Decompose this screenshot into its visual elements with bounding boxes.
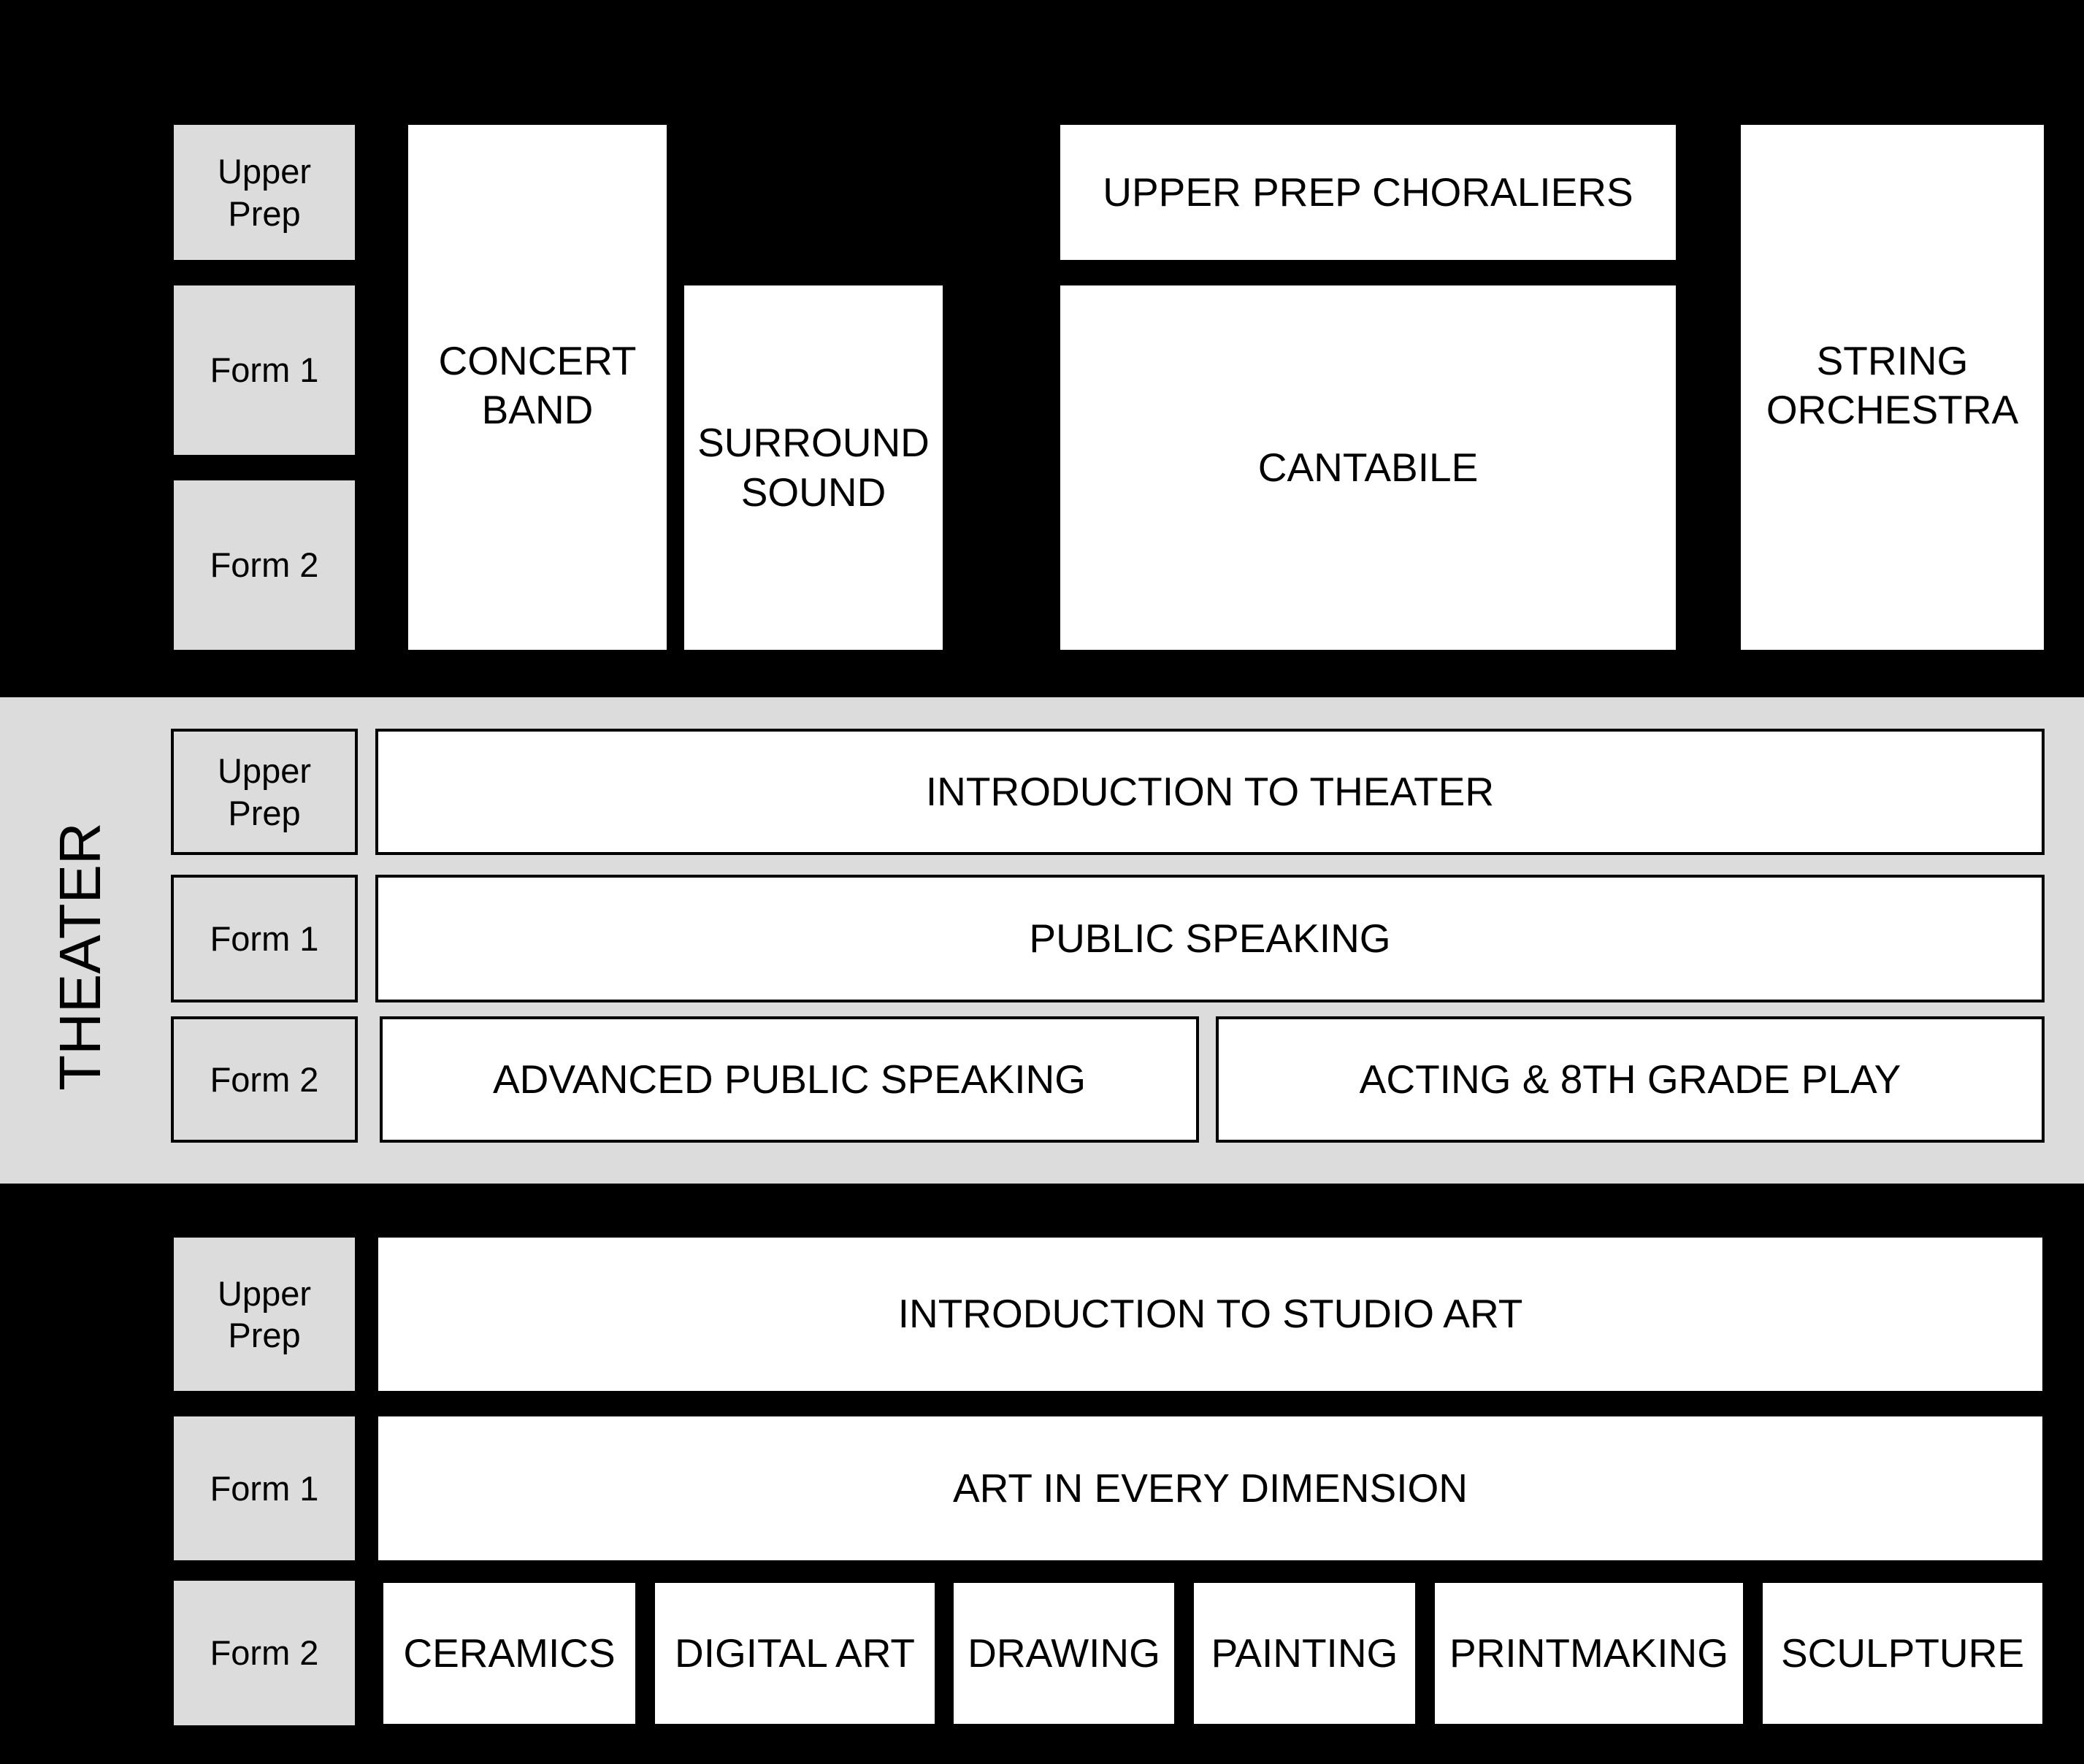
course-digital-art: DIGITAL ART (655, 1583, 935, 1724)
course-upper-prep-choraliers: UPPER PREP CHORALIERS (1060, 125, 1676, 260)
music-grade-form1: Form 1 (174, 285, 355, 455)
course-surround-sound: SURROUND SOUND (684, 285, 943, 650)
course-concert-band: CONCERT BAND (408, 125, 667, 650)
music-grade-upper-prep: Upper Prep (174, 125, 355, 260)
art-grade-form1: Form 1 (174, 1416, 355, 1560)
course-intro-theater: INTRODUCTION TO THEATER (375, 729, 2045, 855)
course-painting: PAINTING (1194, 1583, 1415, 1724)
art-grade-upper-prep: Upper Prep (174, 1238, 355, 1391)
course-cantabile: CANTABILE (1060, 285, 1676, 650)
course-ceramics: CERAMICS (383, 1583, 635, 1724)
course-public-speaking: PUBLIC SPEAKING (375, 875, 2045, 1002)
course-advanced-public-speaking: ADVANCED PUBLIC SPEAKING (380, 1016, 1199, 1143)
music-grade-form2: Form 2 (174, 480, 355, 650)
theater-grade-form2: Form 2 (171, 1016, 358, 1143)
theater-grade-upper-prep: Upper Prep (171, 729, 358, 855)
theater-section-label: THEATER (47, 822, 112, 1091)
course-intro-studio-art: INTRODUCTION TO STUDIO ART (378, 1238, 2042, 1391)
course-acting-8th-grade-play: ACTING & 8TH GRADE PLAY (1216, 1016, 2045, 1143)
art-grade-form2: Form 2 (174, 1581, 355, 1725)
course-sculpture: SCULPTURE (1763, 1583, 2042, 1724)
course-printmaking: PRINTMAKING (1435, 1583, 1743, 1724)
course-string-orchestra: STRING ORCHESTRA (1741, 125, 2044, 650)
theater-grade-form1: Form 1 (171, 875, 358, 1002)
course-art-in-every-dimension: ART IN EVERY DIMENSION (378, 1416, 2042, 1560)
course-drawing: DRAWING (954, 1583, 1174, 1724)
